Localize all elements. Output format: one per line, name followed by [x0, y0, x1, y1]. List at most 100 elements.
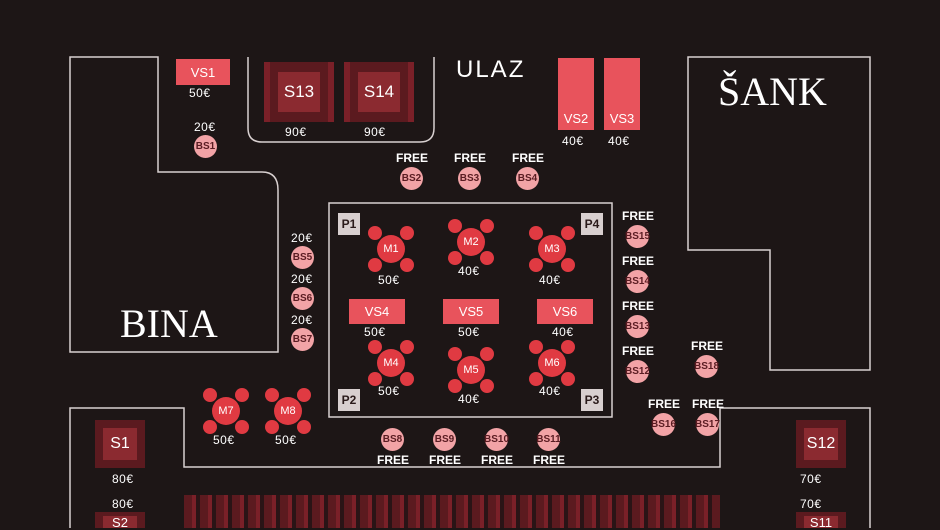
sofa-s2[interactable]: S2 — [95, 512, 145, 530]
vip-standing-vs2[interactable]: VS2 — [558, 58, 594, 130]
table-m5[interactable]: M5 — [448, 347, 494, 393]
vip-standing-price: 40€ — [608, 134, 630, 148]
bar-stool-price: FREE — [429, 453, 462, 467]
vip-standing-label: VS3 — [609, 111, 635, 126]
bar-stool-price: 20€ — [291, 231, 313, 245]
vip-standing-vs6[interactable]: VS6 — [537, 299, 593, 324]
table-price: 50€ — [275, 433, 297, 447]
table-m6[interactable]: M6 — [529, 340, 575, 386]
bar-stool-bs18[interactable]: BS18 — [694, 355, 720, 378]
bar-stool-bs5[interactable]: BS5 — [291, 246, 314, 269]
pillar-label: P2 — [341, 393, 357, 407]
bar-stool-label: BS6 — [292, 293, 313, 304]
table-m4[interactable]: M4 — [368, 340, 414, 386]
table-price: 50€ — [213, 433, 235, 447]
sofa-label: S13 — [278, 72, 320, 112]
bar-stool-price: 20€ — [291, 313, 313, 327]
bar-stool-bs16[interactable]: BS16 — [651, 413, 677, 436]
pillar-p2: P2 — [338, 389, 360, 411]
sofa-s14[interactable]: S14 — [344, 62, 414, 122]
sofa-price: 90€ — [285, 125, 307, 139]
bar-stool-price: FREE — [622, 209, 655, 223]
table-label: M7 — [212, 397, 240, 425]
table-price: 40€ — [539, 273, 561, 287]
bar-stool-price: FREE — [454, 151, 487, 165]
table-price: 50€ — [378, 384, 400, 398]
vip-standing-vs5[interactable]: VS5 — [443, 299, 499, 324]
bar-stool-label: BS1 — [195, 141, 216, 152]
bar-stool-price: FREE — [512, 151, 545, 165]
bar-stool-price: FREE — [622, 254, 655, 268]
bar-stool-label: BS8 — [382, 434, 403, 445]
table-label: M4 — [377, 349, 405, 377]
bar-counter — [184, 495, 720, 528]
table-price: 40€ — [458, 392, 480, 406]
table-m3[interactable]: M3 — [529, 226, 575, 272]
bar-stool-bs6[interactable]: BS6 — [291, 287, 314, 310]
pillar-p3: P3 — [581, 389, 603, 411]
vip-standing-label: VS5 — [458, 304, 484, 319]
bar-stool-label: BS11 — [536, 434, 561, 445]
stage-label: BINA — [120, 301, 218, 346]
vip-standing-vs4[interactable]: VS4 — [349, 299, 405, 324]
sofa-label: S11 — [804, 515, 838, 530]
sofa-price: 80€ — [112, 497, 134, 511]
table-m1[interactable]: M1 — [368, 226, 414, 272]
bar-stool-label: BS3 — [459, 173, 480, 184]
bar-stool-price: FREE — [481, 453, 514, 467]
bar-stool-label: BS16 — [651, 419, 677, 430]
bar-stool-bs4[interactable]: BS4 — [516, 167, 539, 190]
bar-stool-label: BS14 — [625, 276, 651, 287]
vip-standing-price: 50€ — [364, 325, 386, 339]
vip-standing-label: VS1 — [190, 64, 216, 80]
bar-stool-label: BS9 — [434, 434, 455, 445]
bar-stool-label: BS10 — [484, 434, 510, 445]
bar-stool-price: FREE — [377, 453, 410, 467]
bar-stool-label: BS18 — [694, 361, 720, 372]
bar-stool-bs12[interactable]: BS12 — [625, 360, 650, 383]
table-m7[interactable]: M7 — [203, 388, 249, 434]
pillar-label: P3 — [584, 393, 600, 407]
bar-stool-bs10[interactable]: BS10 — [484, 428, 510, 451]
sofa-s1[interactable]: S1 — [95, 420, 145, 468]
sofa-label: S14 — [358, 72, 400, 112]
bar-stool-bs11[interactable]: BS11 — [536, 428, 561, 451]
bar-stool-bs14[interactable]: BS14 — [625, 270, 651, 293]
sofa-s12[interactable]: S12 — [796, 420, 846, 468]
bar-stool-bs17[interactable]: BS17 — [695, 413, 721, 436]
sofa-s13[interactable]: S13 — [264, 62, 334, 122]
sofa-s11[interactable]: S11 — [796, 512, 846, 530]
vip-standing-vs3[interactable]: VS3 — [604, 58, 640, 130]
bar-stool-bs2[interactable]: BS2 — [400, 167, 423, 190]
bar-stool-bs15[interactable]: BS15 — [625, 225, 650, 248]
table-m2[interactable]: M2 — [448, 219, 494, 265]
sofa-label: S12 — [804, 428, 838, 460]
bar-stool-bs3[interactable]: BS3 — [458, 167, 481, 190]
table-price: 40€ — [458, 264, 480, 278]
bar-stool-bs9[interactable]: BS9 — [433, 428, 456, 451]
bar-stool-bs7[interactable]: BS7 — [291, 328, 314, 351]
sofa-price: 70€ — [800, 472, 822, 486]
pillar-p1: P1 — [338, 213, 360, 235]
bar-stool-price: FREE — [692, 397, 725, 411]
bar-stool-label: BS17 — [695, 419, 721, 430]
bar-label: ŠANK — [718, 69, 827, 114]
bar-stool-label: BS13 — [625, 321, 651, 332]
bar-stool-bs13[interactable]: BS13 — [625, 315, 651, 338]
pillar-label: P4 — [584, 217, 600, 231]
bar-stool-bs1[interactable]: BS1 — [194, 135, 217, 158]
bar-stool-price: 20€ — [291, 272, 313, 286]
vip-standing-vs1[interactable]: VS1 — [176, 59, 230, 85]
table-price: 50€ — [378, 273, 400, 287]
table-m8[interactable]: M8 — [265, 388, 311, 434]
bar-stool-label: BS5 — [292, 252, 313, 263]
pillar-label: P1 — [341, 217, 357, 231]
sofa-label: S1 — [103, 428, 137, 460]
sofa-label: S2 — [103, 515, 137, 530]
bar-stool-bs8[interactable]: BS8 — [381, 428, 404, 451]
vip-standing-price: 50€ — [458, 325, 480, 339]
table-label: M5 — [457, 356, 485, 384]
table-label: M8 — [274, 397, 302, 425]
